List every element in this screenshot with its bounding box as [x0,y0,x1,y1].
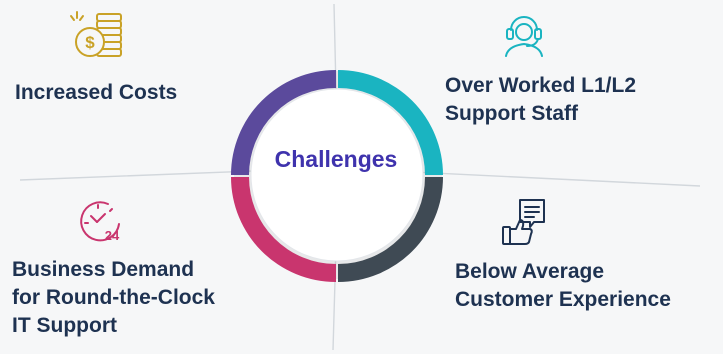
ring-segment-bottom-right [338,177,443,282]
label-line: Business Demand [12,258,195,281]
clock-24-icon: 24 [75,196,127,251]
label-below-average-cx: Below Average Customer Experience [455,258,671,314]
label-line: IT Support [12,314,117,337]
headset-support-icon [500,10,548,63]
label-increased-costs: Increased Costs [15,79,177,107]
label-over-worked-staff: Over Worked L1/L2 Support Staff [445,72,636,128]
label-business-demand: Business Demand for Round-the-Clock IT S… [12,256,215,340]
label-line: Increased Costs [15,81,178,104]
label-line: Below Average [455,260,604,283]
label-line: Over Worked L1/L2 [445,74,637,97]
center-title: Challenges [274,146,398,172]
label-line: for Round-the-Clock [12,286,215,309]
feedback-thumbs-icon [500,196,550,253]
svg-text:24: 24 [105,228,120,243]
ring-segment-bottom-left [231,177,336,282]
ring-segment-top-left [231,70,336,175]
center-disc [251,89,423,261]
money-stack-icon: $ [68,8,126,65]
label-line: Customer Experience [455,288,671,311]
ring-segment-top-right [338,70,443,175]
svg-text:$: $ [85,33,95,52]
label-line: Support Staff [445,102,578,125]
